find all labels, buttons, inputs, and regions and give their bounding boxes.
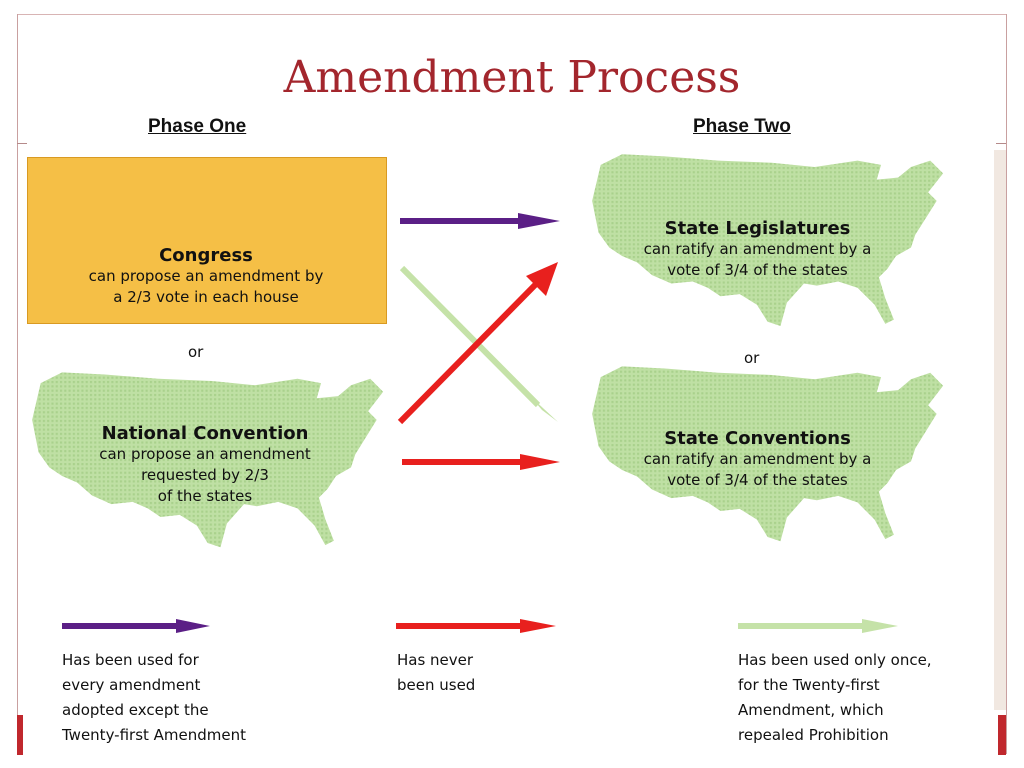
- state-legislatures-text: State Legislatures can ratify an amendme…: [595, 218, 920, 281]
- legend-line: Amendment, which: [738, 701, 884, 719]
- legend-line: adopted except the: [62, 701, 209, 719]
- legend-purple-text: Has been used for every amendment adopte…: [62, 648, 246, 748]
- national-convention-line: requested by 2/3: [141, 466, 269, 484]
- state-conventions-line: vote of 3/4 of the states: [667, 471, 848, 489]
- national-convention-heading: National Convention: [101, 423, 309, 444]
- legend-line: Has never: [397, 651, 474, 669]
- state-legislatures-line: can ratify an amendment by a: [643, 240, 872, 258]
- phase-two-heading: Phase Two: [693, 116, 791, 137]
- legend-arrow-purple: [62, 619, 210, 633]
- congress-line: can propose an amendment by: [88, 267, 324, 285]
- legend-green-text: Has been used only once, for the Twenty-…: [738, 648, 932, 748]
- legend-arrow-green: [738, 619, 898, 633]
- slide-frame-left: [17, 14, 18, 754]
- national-convention-line: of the states: [157, 487, 253, 505]
- legend-line: repealed Prohibition: [738, 726, 889, 744]
- accent-bar-left: [17, 715, 23, 755]
- national-convention-text: National Convention can propose an amend…: [40, 423, 370, 507]
- phase-one-heading: Phase One: [148, 116, 247, 137]
- slide-title: Amendment Process: [283, 52, 741, 103]
- congress-box: [27, 157, 387, 324]
- slide-frame-top: [17, 14, 1007, 15]
- or-label-right: or: [744, 349, 760, 367]
- accent-bar-right: [998, 715, 1006, 755]
- legend-line: Has been used only once,: [738, 651, 932, 669]
- congress-line: a 2/3 vote in each house: [113, 288, 299, 306]
- legend-line: Has been used for: [62, 651, 199, 669]
- legend-line: for the Twenty-first: [738, 676, 880, 694]
- slide-frame-right: [1006, 14, 1007, 754]
- right-edge-strip: [994, 150, 1006, 710]
- legend-line: Twenty-first Amendment: [62, 726, 247, 744]
- national-convention-line: can propose an amendment: [99, 445, 311, 463]
- congress-text: Congress can propose an amendment by a 2…: [27, 245, 385, 308]
- red-arrow-convention-to-conventions: [402, 454, 560, 470]
- state-legislatures-line: vote of 3/4 of the states: [667, 261, 848, 279]
- divider-mark-right: [996, 143, 1006, 144]
- state-conventions-heading: State Conventions: [664, 428, 851, 449]
- red-arrow-convention-to-legislatures: [397, 262, 558, 425]
- legend-line: every amendment: [62, 676, 201, 694]
- state-conventions-text: State Conventions can ratify an amendmen…: [595, 428, 920, 491]
- purple-arrow-congress-to-legislatures: [400, 213, 560, 229]
- legend-arrow-red: [396, 619, 556, 633]
- state-conventions-line: can ratify an amendment by a: [643, 450, 872, 468]
- legend-line: been used: [397, 676, 476, 694]
- state-legislatures-heading: State Legislatures: [664, 218, 851, 239]
- or-label-left: or: [188, 343, 204, 361]
- congress-heading: Congress: [159, 245, 253, 266]
- green-arrow-congress-to-conventions: [399, 265, 558, 422]
- divider-mark-left: [17, 143, 27, 144]
- legend-red-text: Has never been used: [397, 648, 475, 698]
